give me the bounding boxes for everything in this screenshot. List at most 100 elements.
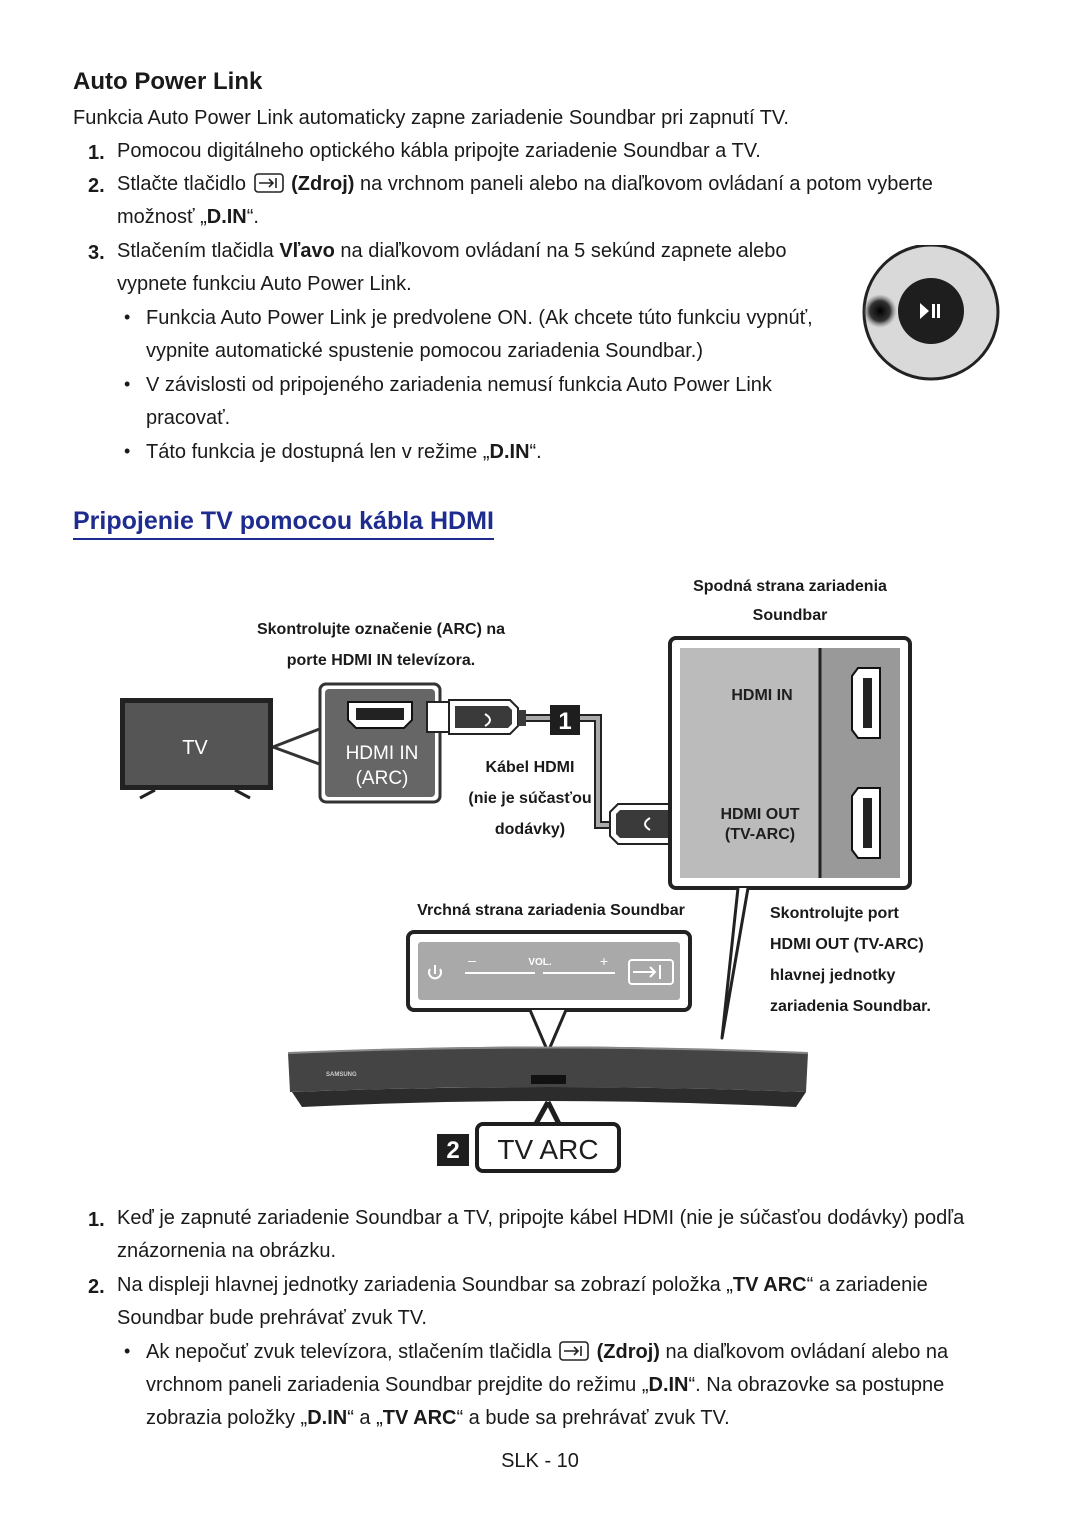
display-box — [475, 1122, 621, 1173]
bold-text: (Zdroj) — [596, 1341, 660, 1363]
hdmi-step-1-text: Keď je zapnuté zariadenie Soundbar a TV,… — [117, 1202, 1017, 1268]
intro-text: Funkcia Auto Power Link automaticky zapn… — [73, 107, 789, 129]
cable-note-line: (nie je súčasťou — [468, 790, 592, 807]
section-title-hdmi: Pripojenie TV pomocou kábla HDMI — [73, 507, 494, 540]
source-icon — [559, 1341, 589, 1361]
bold-text: TV ARC — [732, 1274, 807, 1296]
check-port-note: Skontrolujte port HDMI OUT (TV-ARC) hlav… — [770, 898, 931, 1022]
text-span: vrchnom paneli zariadenia Soundbar prejd… — [146, 1374, 649, 1396]
hdmi-out-arc-label: (TV-ARC) — [725, 826, 795, 843]
bold-text: D.IN — [489, 441, 530, 463]
text-span: Na displeji hlavnej jednotky zariadenia … — [117, 1274, 733, 1296]
text-span: zobrazia položky „ — [146, 1407, 308, 1429]
tv-icon: TV — [120, 698, 273, 800]
tv-port-arc-label: (ARC) — [356, 768, 409, 789]
arc-note: Skontrolujte označenie (ARC) na porte HD… — [236, 614, 526, 676]
tv-port-label: HDMI IN — [346, 743, 419, 764]
marker-1-label: 1 — [558, 708, 571, 735]
arc-note-line: porte HDMI IN televízora. — [286, 652, 476, 669]
check-note-line: zariadenia Soundbar. — [770, 998, 931, 1015]
text-span: “ a bude sa prehrávať zvuk TV. — [456, 1407, 730, 1429]
hdmi-out-port-label: HDMI OUT — [720, 806, 799, 823]
bullet-icon: • — [124, 1341, 131, 1361]
bullet-3-text: Táto funkcia je dostupná len v režime „D… — [146, 436, 542, 469]
step-number: 3. — [88, 242, 105, 264]
step-2-text: Stlačte tlačidlo (Zdroj) na vrchnom pane… — [117, 168, 997, 234]
hdmi-cable-icon — [426, 699, 526, 735]
text-span: “. — [246, 206, 259, 228]
source-icon — [628, 959, 674, 985]
text-span: Stlačte tlačidlo — [117, 173, 246, 195]
power-icon — [428, 965, 442, 980]
bottom-side-line: Soundbar — [752, 607, 828, 624]
section-title-auto-power-link: Auto Power Link — [73, 68, 263, 95]
text-span: pracovať. — [146, 407, 231, 429]
cable-note-line: Kábel HDMI — [485, 759, 575, 776]
text-span: znázornenia na obrázku. — [117, 1240, 337, 1262]
step-number: 2. — [88, 175, 105, 197]
panel-minus: – — [468, 952, 476, 968]
text-span: Funkcia Auto Power Link je predvolene ON… — [146, 307, 813, 329]
play-pause-icon — [920, 303, 940, 319]
left-button-highlight — [863, 294, 897, 328]
soundbar-illustration: SAMSUNG — [287, 1046, 809, 1107]
text-span: “. Na obrazovke sa postupne — [688, 1374, 945, 1396]
text-span: možnosť „ — [117, 206, 207, 228]
bold-text: D.IN — [307, 1407, 348, 1429]
text-span: “ a „ — [347, 1407, 383, 1429]
remote-control-illustration — [862, 245, 1000, 381]
bold-text: TV ARC — [382, 1407, 457, 1429]
panel-vol: VOL. — [528, 957, 552, 968]
text-span: vypnete funkciu Auto Power Link. — [117, 273, 412, 295]
tv-label: TV — [182, 737, 208, 759]
marker-2-label: 2 — [446, 1137, 459, 1164]
hdmi-connection-diagram: TV HDMI IN (ARC) 1 HDMI IN HDMI OUT (T — [120, 636, 912, 1173]
bullet-icon: • — [124, 441, 131, 461]
text-span: Táto funkcia je dostupná len v režime „ — [146, 441, 490, 463]
bullet-2-text: V závislosti od pripojeného zariadenia n… — [146, 369, 866, 435]
step-number: 2. — [88, 1276, 105, 1298]
text-span: na diaľkovom ovládaní na 5 sekúnd zapnet… — [340, 240, 787, 262]
step-3-text: Stlačením tlačidla Vľavo na diaľkovom ov… — [117, 235, 837, 301]
hdmi-step-2-text: Na displeji hlavnej jednotky zariadenia … — [117, 1269, 1017, 1335]
hdmi-in-port-label: HDMI IN — [731, 687, 792, 704]
display-text: TV ARC — [497, 1134, 598, 1165]
page-number: SLK - 10 — [501, 1450, 579, 1472]
text-span: Ak nepočuť zvuk televízora, stlačením tl… — [146, 1341, 552, 1363]
marker-2 — [437, 1134, 469, 1166]
check-note-line: Skontrolujte port — [770, 905, 899, 922]
text-span: na diaľkovom ovládaní alebo na — [665, 1341, 949, 1363]
top-side-label: Vrchná strana zariadenia Soundbar — [417, 902, 685, 919]
text-span: V závislosti od pripojeného zariadenia n… — [146, 374, 772, 396]
bottom-side-line: Spodná strana zariadenia — [693, 578, 887, 595]
step-number: 1. — [88, 1209, 105, 1231]
bullet-icon: • — [124, 307, 131, 327]
cable-note: Kábel HDMI (nie je súčasťou dodávky) — [440, 752, 620, 845]
text-span: vypnite automatické spustenie pomocou za… — [146, 340, 704, 362]
text-span: Stlačením tlačidla — [117, 240, 274, 262]
soundbar-brand: SAMSUNG — [326, 1072, 357, 1078]
text-span: “. — [529, 441, 542, 463]
step-1-text: Pomocou digitálneho optického kábla prip… — [117, 140, 761, 162]
marker-1 — [550, 705, 580, 735]
bold-text: (Zdroj) — [291, 173, 355, 195]
arc-note-line: Skontrolujte označenie (ARC) na — [256, 621, 506, 638]
hdmi-bullet-text: Ak nepočuť zvuk televízora, stlačením tl… — [146, 1336, 1026, 1435]
text-span: “ a zariadenie — [806, 1274, 928, 1296]
bottom-side-label: Spodná strana zariadenia Soundbar — [660, 572, 920, 630]
hdmi-port-icon — [347, 701, 413, 729]
source-icon — [253, 173, 284, 193]
hdmi-port-icon — [851, 787, 881, 859]
panel-plus: + — [600, 953, 608, 969]
text-span: Soundbar bude prehrávať zvuk TV. — [117, 1307, 427, 1329]
text-span: Keď je zapnuté zariadenie Soundbar a TV,… — [117, 1207, 965, 1229]
check-note-line: HDMI OUT (TV-ARC) — [770, 936, 924, 953]
check-note-line: hlavnej jednotky — [770, 967, 896, 984]
bold-text: D.IN — [648, 1374, 689, 1396]
step-number: 1. — [88, 142, 105, 164]
bold-text: Vľavo — [279, 240, 335, 262]
hdmi-port-icon — [851, 667, 881, 739]
bullet-1-text: Funkcia Auto Power Link je predvolene ON… — [146, 302, 866, 368]
bullet-icon: • — [124, 374, 131, 394]
cable-note-line: dodávky) — [494, 821, 566, 838]
